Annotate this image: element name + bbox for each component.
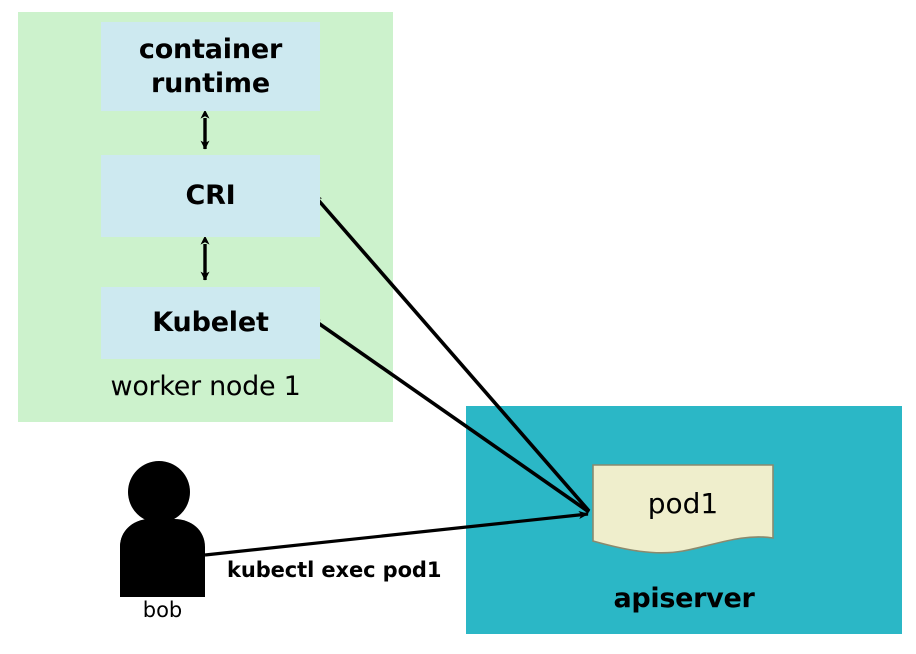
actor-name-label: bob	[142, 598, 183, 622]
box-label-line1: container	[138, 33, 283, 65]
box-kubelet-label: Kubelet	[152, 307, 269, 339]
person-torso-icon	[120, 519, 205, 597]
apiserver-label: apiserver	[613, 583, 755, 614]
box-label-line2: runtime	[151, 67, 270, 99]
person-body-icon	[120, 519, 198, 597]
person-body-base-icon	[120, 555, 205, 597]
box-kubelet[interactable]: Kubelet	[101, 287, 320, 359]
box-cri[interactable]: CRI	[101, 155, 320, 237]
box-container-runtime[interactable]: container runtime	[101, 22, 320, 111]
box-container-runtime-label: container runtime	[139, 33, 282, 101]
person-head-icon	[128, 461, 190, 523]
edge-label-kubectl-exec: kubectl exec pod1	[227, 558, 442, 582]
box-cri-label: CRI	[185, 180, 236, 212]
pod1-label: pod1	[647, 487, 719, 520]
worker-node-label: worker node 1	[110, 371, 301, 402]
